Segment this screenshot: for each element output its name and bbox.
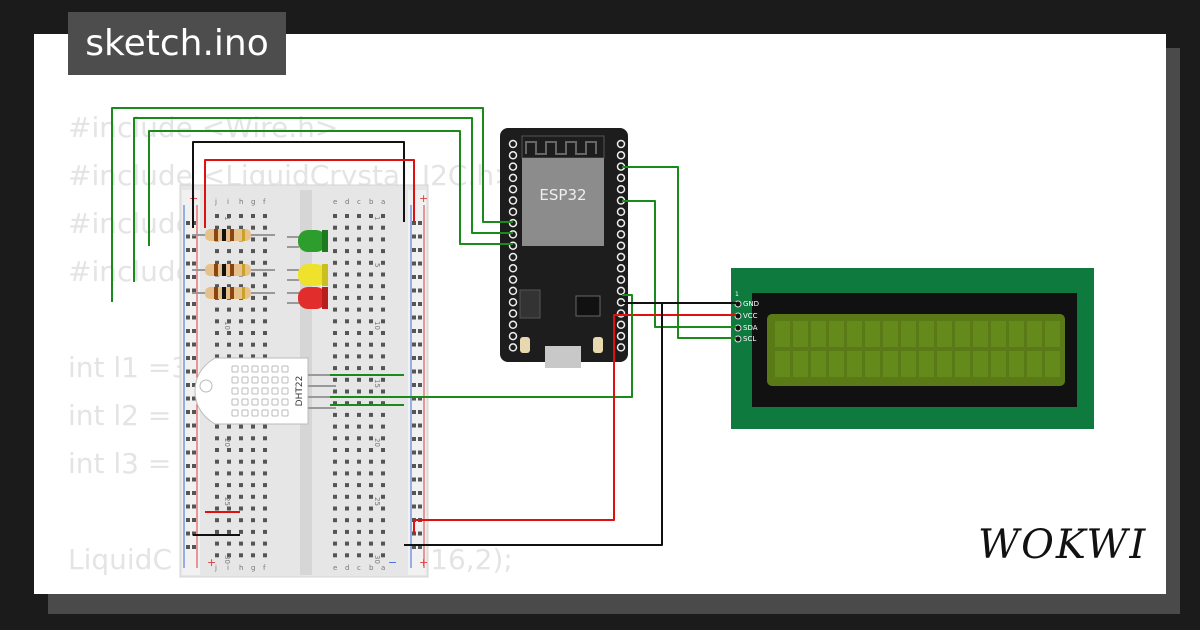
lcd-pin-sda: SDA xyxy=(743,324,758,332)
breadboard-column-label: c xyxy=(357,198,361,206)
breadboard-row-label: 15 xyxy=(373,379,381,388)
wires xyxy=(111,107,736,546)
breadboard-row-label: 30 xyxy=(223,555,231,564)
esp32-label: ESP32 xyxy=(539,186,586,204)
breadboard-column-label: a xyxy=(381,198,385,206)
breadboard-column-label: f xyxy=(263,564,266,572)
code-line: #include <LiquidCrystal_I2C.h> xyxy=(68,159,518,192)
breadboard-row-label: 25 xyxy=(373,497,381,506)
breadboard-column-label: b xyxy=(369,198,374,206)
breadboard-column-label: e xyxy=(333,198,337,206)
svg-text:+: + xyxy=(207,556,216,569)
breadboard-column-label: g xyxy=(251,198,255,206)
sensor-label: DHT22 xyxy=(295,376,305,407)
breadboard-column-label: h xyxy=(239,564,243,572)
lcd-display: 1 GND VCC SDA SCL xyxy=(731,268,1094,429)
breadboard-column-label: b xyxy=(369,564,374,572)
resistor xyxy=(192,264,275,276)
lcd-pin1-label: 1 xyxy=(735,291,739,298)
code-background: #include <Wire.h> #include <LiquidCrystal… xyxy=(68,104,518,584)
breadboard-column-label: c xyxy=(357,564,361,572)
resistor xyxy=(192,287,275,299)
svg-text:+: + xyxy=(419,556,428,569)
breadboard-row-label: 20 xyxy=(223,438,231,447)
breadboard-column-label: h xyxy=(239,198,243,206)
lcd-pin-scl: SCL xyxy=(743,335,756,343)
breadboard-row-label: 1 xyxy=(223,216,231,220)
breadboard-row-label: 10 xyxy=(223,321,231,330)
resistor xyxy=(192,229,275,241)
red-led xyxy=(287,287,328,309)
breadboard-row-label: 1 xyxy=(373,216,381,220)
esp32-board: ESP32 xyxy=(500,128,628,368)
breadboard-row-label: 10 xyxy=(373,321,381,330)
breadboard-column-label: a xyxy=(381,564,385,572)
breadboard-row-label: 25 xyxy=(223,497,231,506)
sketch-title: sketch.ino xyxy=(68,12,286,75)
breadboard-column-label: j xyxy=(214,564,217,572)
lcd-pin-vcc: VCC xyxy=(743,312,758,320)
code-line: #include xyxy=(68,255,193,288)
breadboard-column-label: f xyxy=(263,198,266,206)
lcd-pin-gnd: GND xyxy=(743,300,759,308)
dht22-sensor: DHT22 xyxy=(194,357,336,425)
breadboard-row-label: 20 xyxy=(373,438,381,447)
green-led xyxy=(287,230,328,252)
svg-text:−: − xyxy=(388,556,397,569)
breadboard-column-label: d xyxy=(345,198,349,206)
breadboard-column-label: i xyxy=(227,198,229,206)
svg-text:+: + xyxy=(419,192,428,205)
code-line: int l3 = xyxy=(68,447,172,480)
breadboard-column-label: g xyxy=(251,564,255,572)
breadboard-column-label: j xyxy=(214,198,217,206)
breadboard-column-label: d xyxy=(345,564,349,572)
breadboard-row-label: 30 xyxy=(373,555,381,564)
breadboard-column-label: e xyxy=(333,564,337,572)
code-line: #include xyxy=(68,207,193,240)
wokwi-logo: WOKWI xyxy=(978,522,1148,568)
code-line: #include <Wire.h> xyxy=(68,111,339,144)
breadboard-row-label: 5 xyxy=(373,263,381,267)
code-line: int l2 = xyxy=(68,399,172,432)
breadboard-column-label: i xyxy=(227,564,229,572)
yellow-led xyxy=(287,264,328,286)
